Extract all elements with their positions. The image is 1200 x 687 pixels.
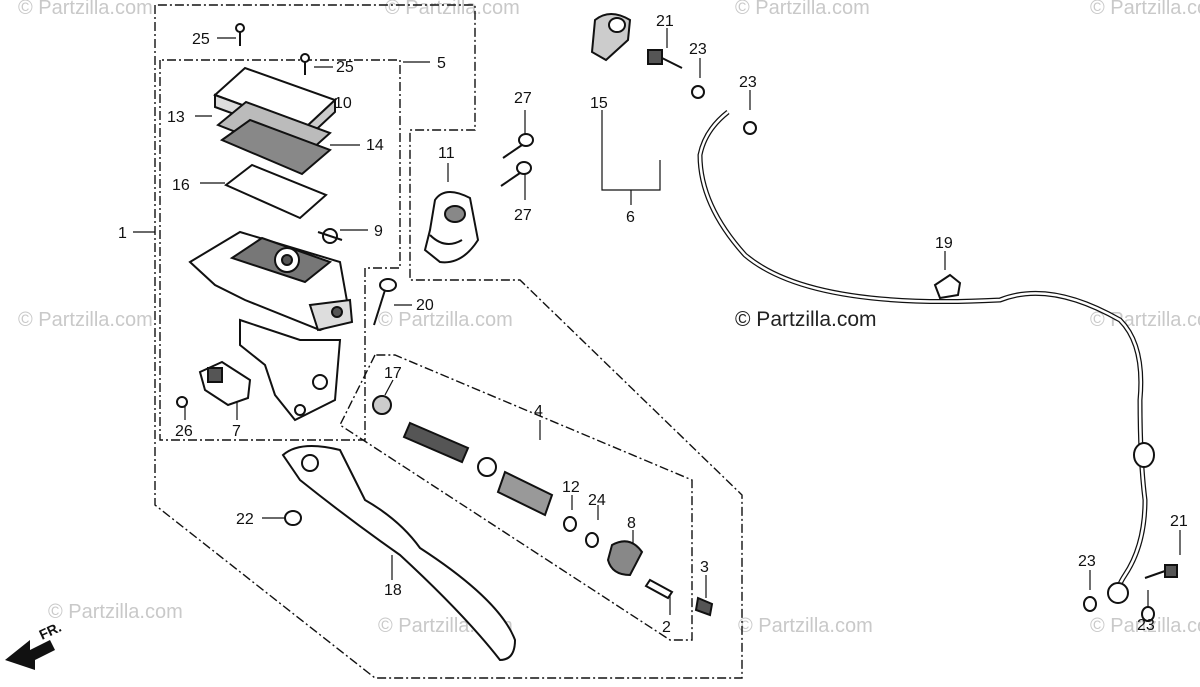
callout-5[interactable]: 5 <box>437 55 446 72</box>
assembly-outlines <box>154 4 743 679</box>
primary-cup <box>477 457 497 477</box>
watermarks: © Partzilla.com © Partzilla.com © Partzi… <box>18 0 1200 637</box>
watermark: © Partzilla.com <box>385 0 520 19</box>
bleed-screw <box>317 228 343 244</box>
holder-bolts <box>500 133 534 187</box>
callout-27[interactable]: 27 <box>514 90 532 107</box>
callout-11[interactable]: 11 <box>438 145 455 162</box>
callout-27[interactable]: 27 <box>514 207 532 224</box>
callout-24[interactable]: 24 <box>588 492 606 509</box>
callout-21[interactable]: 21 <box>656 13 674 30</box>
callout-8[interactable]: 8 <box>627 515 636 532</box>
piston-set <box>372 395 714 617</box>
front-direction-arrow: FR. <box>5 619 64 670</box>
clutch-lever <box>281 445 517 662</box>
cap-screws <box>235 23 310 75</box>
callout-26[interactable]: 26 <box>175 423 193 440</box>
watermark: © Partzilla.com <box>1090 0 1200 19</box>
piston-cup <box>372 395 392 415</box>
lock-nut <box>694 596 714 617</box>
watermark: © Partzilla.com <box>18 0 153 19</box>
callout-21[interactable]: 21 <box>1170 513 1188 530</box>
callout-23[interactable]: 23 <box>1078 553 1096 570</box>
outline-assembly-1 <box>154 4 743 679</box>
piston-spring <box>402 421 470 464</box>
piston <box>496 470 554 517</box>
callout-12[interactable]: 12 <box>562 479 580 496</box>
callout-13[interactable]: 13 <box>167 109 185 126</box>
lever-pivot-bolt <box>373 278 397 326</box>
watermark: © Partzilla.com <box>735 308 877 331</box>
boot <box>606 540 644 577</box>
outline-assembly-4 <box>339 354 693 641</box>
callout-4[interactable]: 4 <box>534 403 543 420</box>
diaphragm <box>219 118 332 176</box>
hose-clamp <box>933 273 962 300</box>
watermark: © Partzilla.com <box>1090 615 1200 637</box>
washer <box>585 532 599 548</box>
watermark: © Partzilla.com <box>378 309 513 331</box>
callout-18[interactable]: 18 <box>384 582 402 599</box>
callout-19[interactable]: 19 <box>935 235 953 252</box>
callout-3[interactable]: 3 <box>700 559 709 576</box>
callout-15[interactable]: 15 <box>590 95 608 112</box>
callout-6[interactable]: 6 <box>626 209 635 226</box>
callout-1[interactable]: 1 <box>118 225 127 242</box>
leader-lines <box>133 28 1181 615</box>
switch-screw <box>176 396 188 408</box>
callout-17[interactable]: 17 <box>384 365 402 382</box>
callout-16[interactable]: 16 <box>172 177 190 194</box>
banjo-fitting <box>590 13 632 62</box>
outline-assembly-5 <box>159 59 401 441</box>
watermark: © Partzilla.com <box>738 615 873 637</box>
callout-20[interactable]: 20 <box>416 297 434 314</box>
callout-7[interactable]: 7 <box>232 423 241 440</box>
diaphragm-seal <box>224 163 328 220</box>
callout-23[interactable]: 23 <box>1137 617 1155 634</box>
callout-22[interactable]: 22 <box>236 511 254 528</box>
lever-bushing <box>284 510 302 526</box>
callout-10[interactable]: 10 <box>334 95 352 112</box>
oil-bolt <box>647 49 683 69</box>
callout-labels: 1 2 3 4 5 6 7 8 9 10 11 12 13 14 15 16 1… <box>118 13 1188 636</box>
callout-23[interactable]: 23 <box>739 74 757 91</box>
lower-oil-bolt <box>1083 564 1178 622</box>
watermark: © Partzilla.com <box>735 0 870 19</box>
callout-23[interactable]: 23 <box>689 41 707 58</box>
push-rod <box>644 578 674 600</box>
callout-25[interactable]: 25 <box>192 31 210 48</box>
master-cylinder-holder <box>423 191 480 264</box>
callout-14[interactable]: 14 <box>366 137 384 154</box>
sealing-washers <box>691 85 757 135</box>
callout-25[interactable]: 25 <box>336 59 354 76</box>
clutch-hose <box>697 110 1155 604</box>
clutch-switch <box>198 360 252 407</box>
reservoir-cap-assembly <box>213 66 337 220</box>
watermark: © Partzilla.com <box>1090 309 1200 331</box>
master-cylinder-body <box>188 230 354 422</box>
circlip <box>563 516 577 532</box>
callout-2[interactable]: 2 <box>662 619 671 636</box>
watermark: © Partzilla.com <box>18 309 153 331</box>
callout-9[interactable]: 9 <box>374 223 383 240</box>
watermark: © Partzilla.com <box>48 601 183 623</box>
